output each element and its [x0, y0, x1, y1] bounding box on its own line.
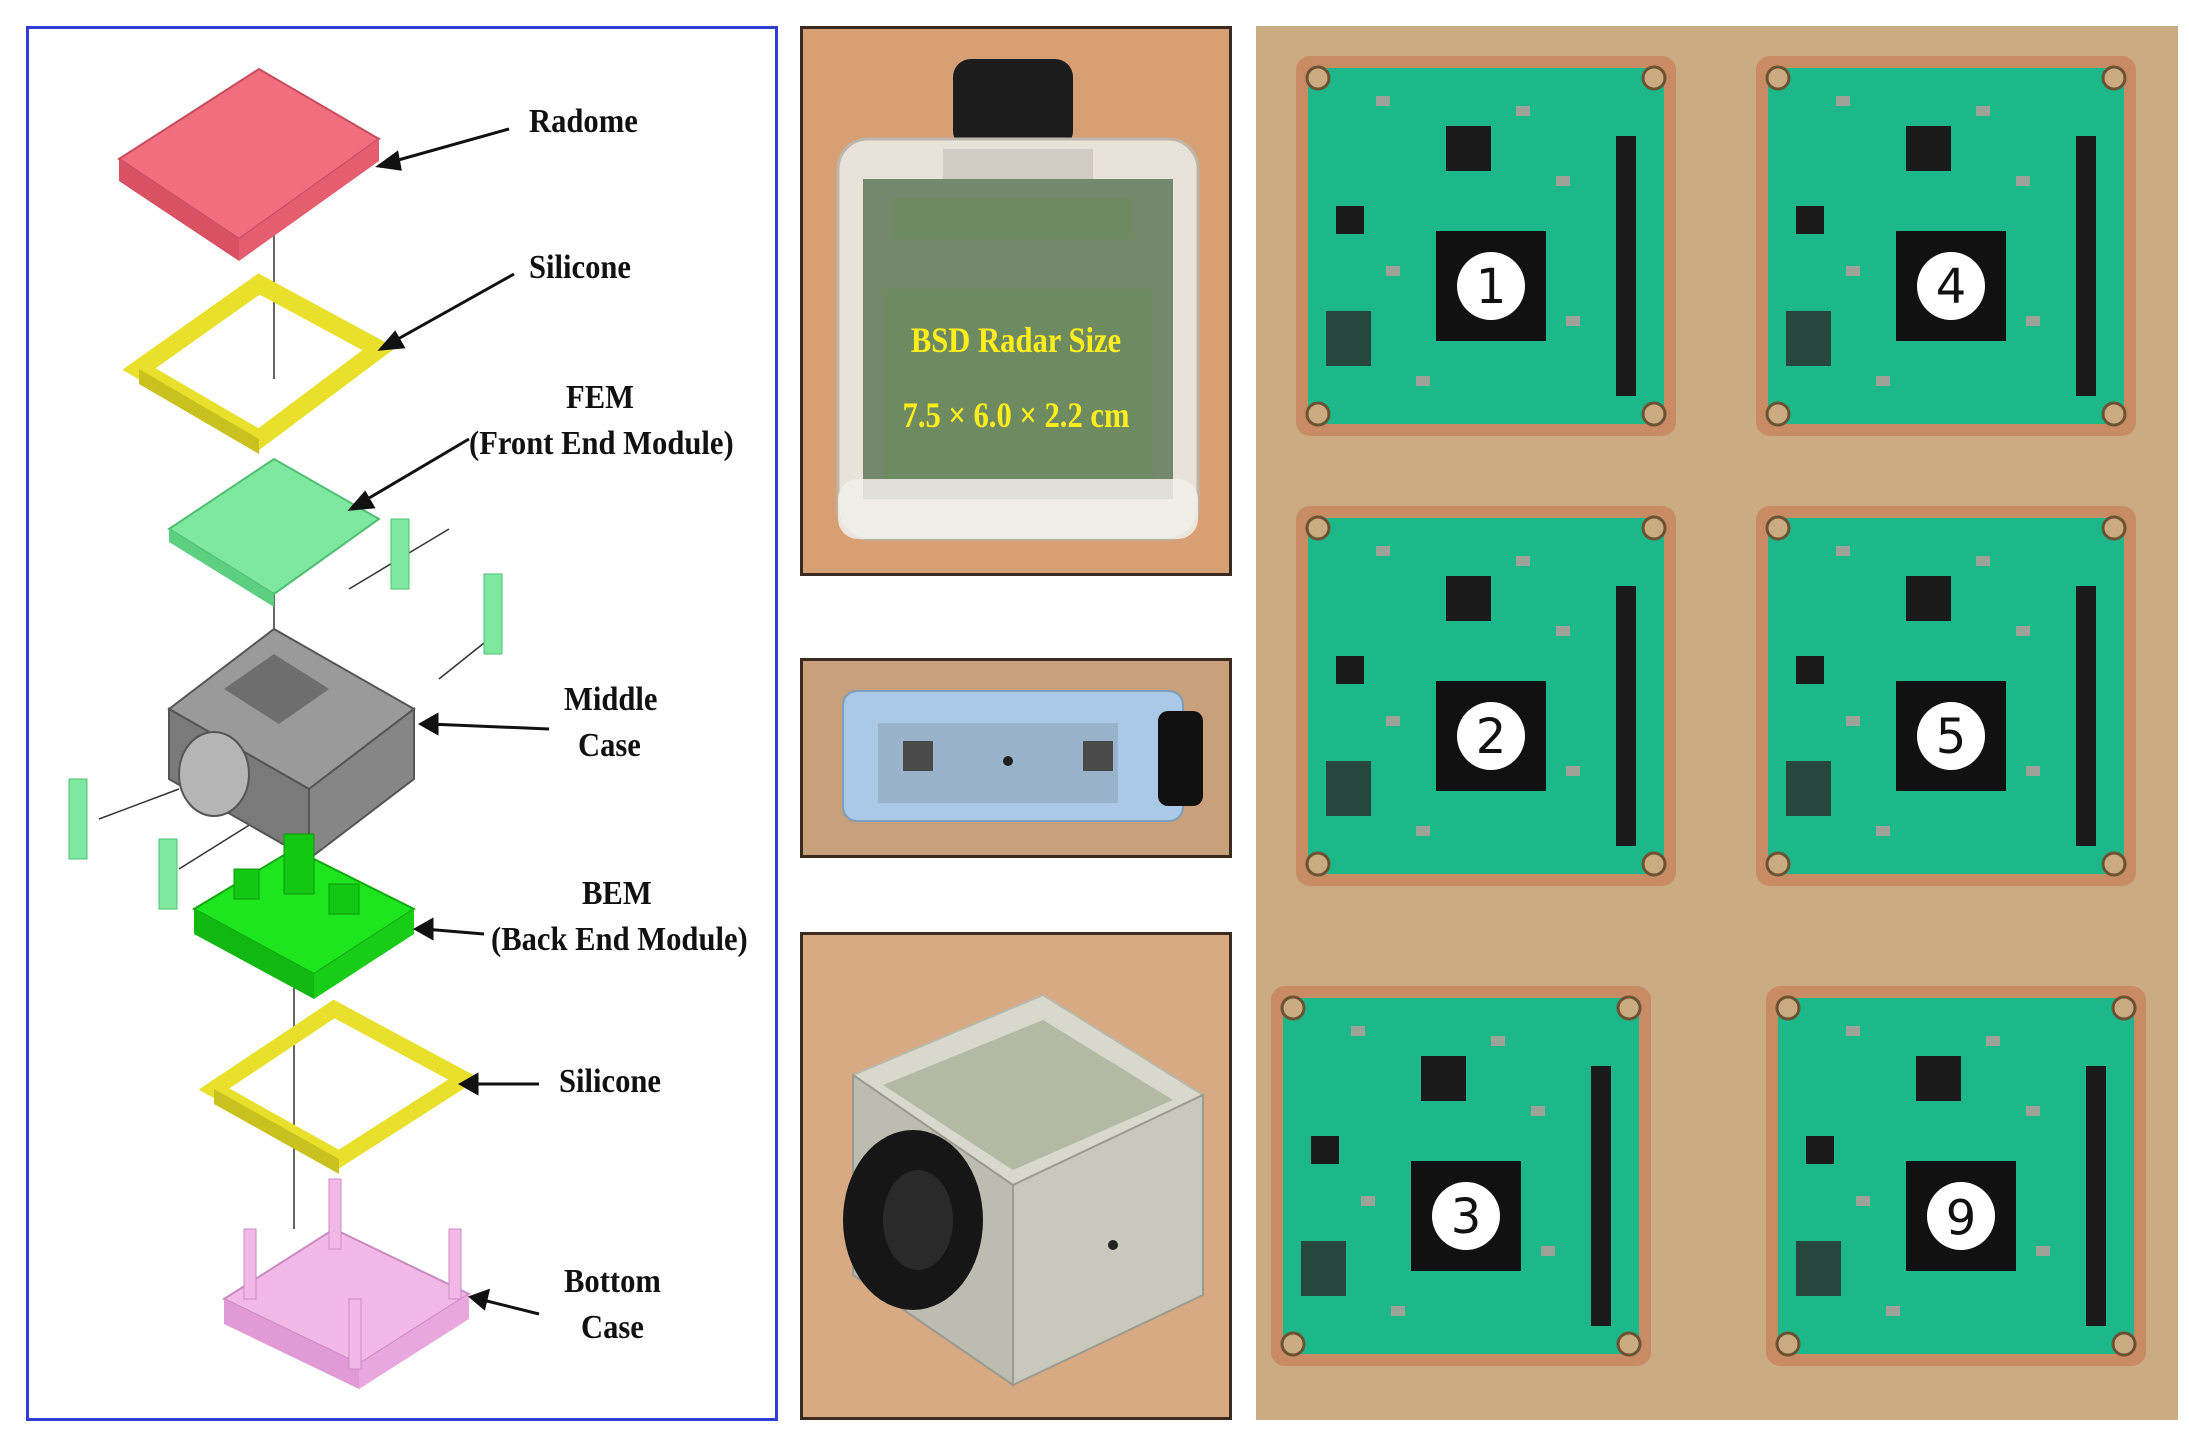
board-number-1: 1	[1476, 259, 1507, 315]
pcb-board-1	[1294, 54, 1678, 438]
fem-label: FEM	[566, 379, 634, 416]
radar-iso-illustration	[843, 993, 1206, 1387]
pcb-board-6	[1764, 984, 2148, 1368]
middle-case-part	[167, 627, 416, 862]
radar-side-illustration	[842, 690, 1203, 822]
middle-case-label: Middle	[564, 681, 658, 718]
radar-side-photo	[800, 658, 1232, 858]
fem-part	[167, 457, 503, 655]
pcb-board-4	[1754, 54, 2138, 438]
radar-size-dimensions: 7.5 × 6.0 × 2.2 cm	[902, 395, 1130, 435]
board-number-2: 2	[1476, 709, 1507, 765]
board-number-5: 5	[1936, 709, 1967, 765]
board-number-4: 4	[1936, 259, 1967, 315]
pcb-boards-illustration: 1 4 2 5 3 6	[1269, 54, 2148, 1368]
pcb-boards-photo: 1 4 2 5 3 6	[1256, 26, 2178, 1420]
pcb-board-5	[1754, 504, 2138, 888]
radar-size-title: BSD Radar Size	[910, 320, 1122, 360]
bottom-case-part	[221, 1178, 472, 1389]
bem-part	[191, 833, 417, 999]
radar-iso-photo	[800, 932, 1232, 1420]
silicone-top-part	[122, 273, 396, 454]
board-number-3: 3	[1451, 1189, 1482, 1245]
radar-top-illustration	[836, 59, 1200, 541]
exploded-view-drawing	[68, 67, 550, 1389]
bem-label-sub: (Back End Module)	[491, 921, 748, 958]
pcb-board-3	[1269, 984, 1653, 1368]
bottom-case-label-sub: Case	[581, 1309, 644, 1346]
pcb-board-2	[1294, 504, 1678, 888]
silicone-bottom-part	[198, 999, 480, 1174]
bottom-case-label: Bottom	[564, 1263, 661, 1300]
leader-arrows	[347, 127, 550, 1316]
board-number-6: 6	[1946, 1187, 1977, 1243]
radome-part	[117, 67, 381, 261]
middle-case-label-sub: Case	[578, 727, 641, 764]
silicone-bottom-label: Silicone	[559, 1063, 662, 1100]
radome-label: Radome	[529, 103, 638, 140]
fem-label-sub: (Front End Module)	[469, 425, 734, 462]
side-clip-parts	[68, 778, 178, 910]
silicone-top-label: Silicone	[529, 249, 632, 286]
radar-top-photo: BSD Radar Size 7.5 × 6.0 × 2.2 cm	[800, 26, 1232, 576]
bem-label: BEM	[582, 875, 652, 912]
exploded-view-panel: Radome Silicone FEM (Front End Module) M…	[26, 26, 778, 1421]
